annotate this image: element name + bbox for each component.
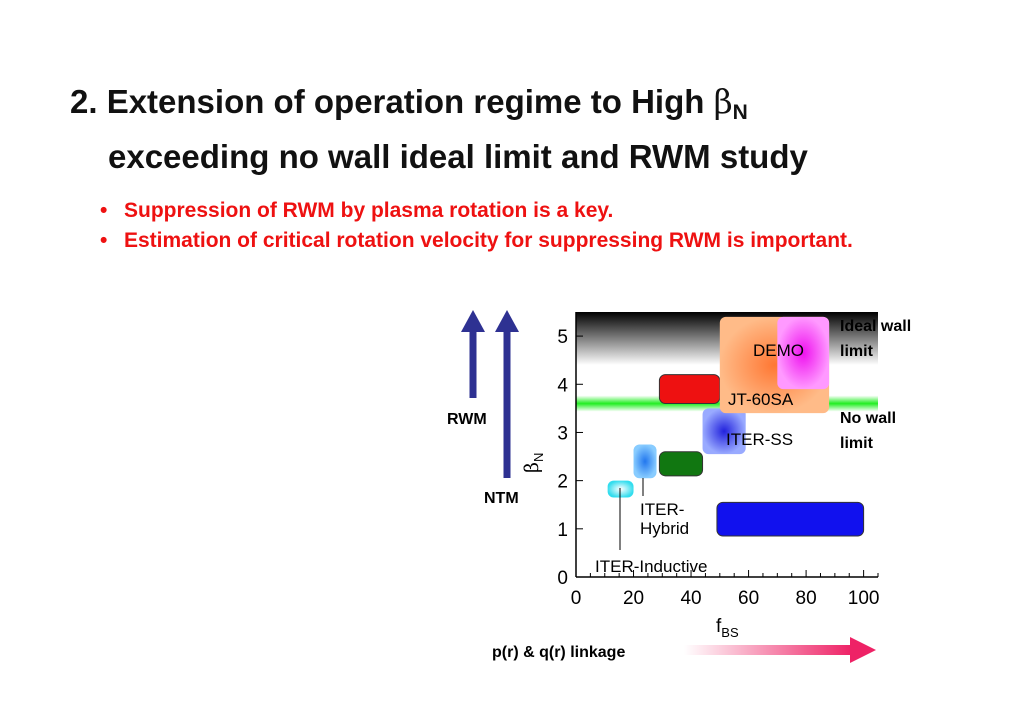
demo-magenta-region [777,316,830,390]
iter-inductive-label: ITER-Inductive [595,557,707,576]
bullet-item: •Estimation of critical rotation velocit… [100,226,920,256]
iter-ss-label: ITER-SS [726,430,793,449]
x-tick-label: 40 [680,588,701,609]
no-wall-limit-label-line1: No wall [840,410,896,427]
bullet-item: •Suppression of RWM by plasma rotation i… [100,196,920,226]
bullet-dot: • [100,199,108,222]
title-line1: 2. Extension of operation regime to High… [70,82,748,124]
no-wall-limit-label-line2: limit [840,435,874,452]
y-tick-label: 5 [557,327,568,348]
slide-title: 2. Extension of operation regime to High… [70,80,808,179]
y-tick-label: 2 [557,472,568,493]
y-axis-title: βN [521,453,546,473]
title-line2: exceeding no wall ideal limit and RWM st… [108,138,808,175]
operation-regions [607,316,865,537]
ideal-wall-limit-label-line2: limit [840,343,874,360]
iter-inductive-region [607,480,634,498]
ideal-wall-limit-label-line1: Ideal wall [840,318,911,335]
x-tick-label: 20 [623,588,644,609]
iter-hybrid-label-line1: ITER- [640,500,684,519]
ntm-label: NTM [484,490,519,507]
x-tick-label: 60 [738,588,759,609]
bullet-dot: • [100,229,108,252]
jt60sa-region [716,501,865,537]
iter-hybrid-region [633,444,657,479]
rwm-label: RWM [447,411,487,428]
x-tick-label: 80 [796,588,817,609]
x-axis-title: fBS [716,616,739,640]
y-tick-label: 4 [557,375,568,396]
beta-subscript: N [732,101,748,124]
y-tick-label: 1 [557,520,568,541]
y-tick-label: 3 [557,423,568,444]
x-tick-label: 0 [571,588,582,609]
linkage-arrow [684,637,876,663]
demo-label: DEMO [753,341,804,360]
beta-symbol: β [713,82,733,121]
jt60sa-label: JT-60SA [728,390,794,409]
iter-ss-region [702,408,746,455]
iter-hybrid-label-line2: Hybrid [640,519,689,538]
red-region [658,374,721,405]
linkage-label: p(r) & q(r) linkage [492,644,625,661]
y-tick-label: 0 [557,568,568,589]
green-region [658,451,704,477]
chart-axes: 0 20 40 60 80 100 0 1 2 3 4 5 [557,312,879,609]
bullet-list: •Suppression of RWM by plasma rotation i… [100,196,920,256]
iter-hybrid-label: ITER-Hybrid [640,500,689,538]
rwm-arrow [461,310,485,398]
ntm-arrow [495,310,519,478]
x-tick-label: 100 [848,588,880,609]
